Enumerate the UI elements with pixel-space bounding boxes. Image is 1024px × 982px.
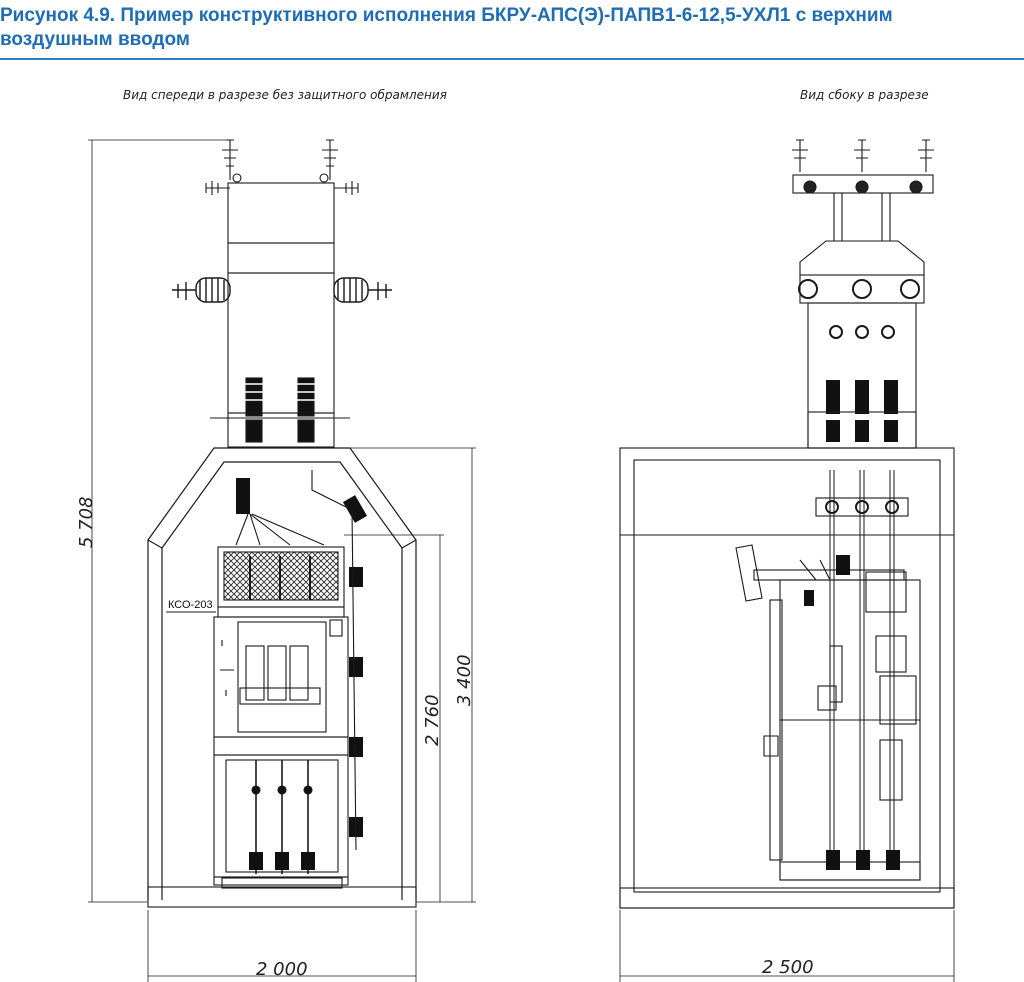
- top-insulators-front: [205, 139, 359, 195]
- title-rule: [0, 58, 1024, 60]
- side-view-caption: Вид сбоку в разрезе: [800, 88, 929, 102]
- side-view: [619, 139, 955, 909]
- base-front: [147, 886, 417, 908]
- front-dimensions: [88, 139, 476, 982]
- base-side: [619, 887, 955, 909]
- top-insulators-side: [792, 139, 934, 172]
- figure-title: Рисунок 4.9. Пример конструктивного испо…: [0, 5, 893, 50]
- dim-width-front: 2 000: [256, 959, 308, 980]
- dim-height-a: 3 400: [454, 654, 475, 706]
- dim-height-b: 2 760: [422, 694, 443, 746]
- open-door-side: [735, 544, 763, 602]
- hood-side: [799, 240, 925, 276]
- switchgear-side: [779, 579, 921, 881]
- kso-label: КСО-203: [168, 599, 213, 611]
- side-dimensions: [619, 910, 955, 982]
- front-view: [147, 139, 417, 908]
- dim-width-side: 2 500: [762, 957, 814, 978]
- tower-insulators-front: [242, 377, 318, 443]
- tower-insulators-side: [826, 380, 898, 442]
- outer-frame-front: [147, 447, 417, 900]
- front-view-caption: Вид спереди в разрезе без защитного обра…: [123, 88, 447, 102]
- outer-frame-side: [619, 447, 955, 909]
- disconnector-box-front: [227, 242, 335, 274]
- dim-total-height: 5 708: [76, 496, 97, 548]
- side-bushings-front: [172, 277, 392, 303]
- top-box-front: [227, 182, 335, 244]
- kso-middle-compartment: [213, 616, 349, 738]
